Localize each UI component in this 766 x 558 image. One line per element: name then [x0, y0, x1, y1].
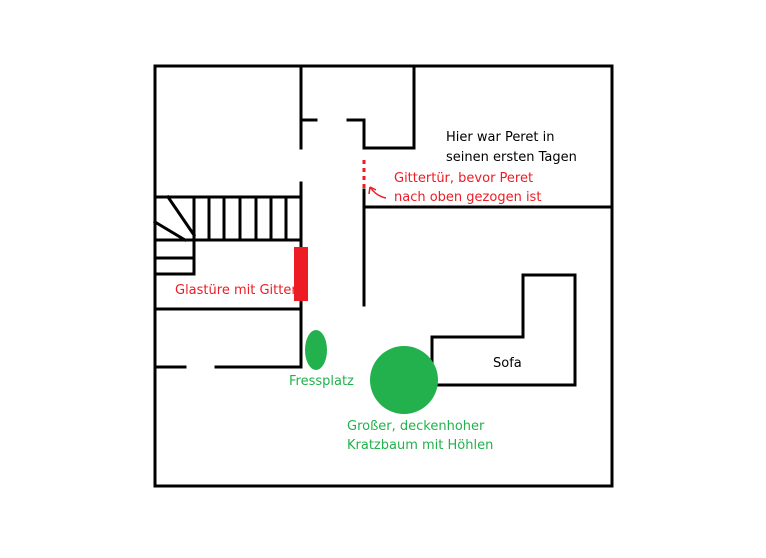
room-walls	[153, 238, 303, 369]
glass-door-label: Glastüre mit Gitter	[175, 283, 297, 298]
room-text-line1: Hier war Peret in	[446, 130, 554, 145]
cat-tree-label-line2: Kratzbaum mit Höhlen	[347, 438, 493, 453]
cat-tree-marker	[370, 346, 438, 414]
corridor-walls	[299, 64, 614, 307]
gate-text-line1: Gittertür, bevor Peret	[394, 171, 533, 186]
glass-door-marker	[294, 247, 308, 301]
sofa-label: Sofa	[493, 356, 522, 371]
staircase	[152, 181, 303, 276]
feeding-place-label: Fressplatz	[289, 374, 354, 389]
room-text-line2: seinen ersten Tagen	[446, 150, 577, 165]
feeding-place-marker	[305, 330, 327, 370]
gate-arrow-icon	[368, 186, 387, 199]
cat-tree-label-line1: Großer, deckenhoher	[347, 419, 485, 434]
outer-wall	[153, 64, 614, 488]
gate-text-line2: nach oben gezogen ist	[394, 190, 541, 205]
